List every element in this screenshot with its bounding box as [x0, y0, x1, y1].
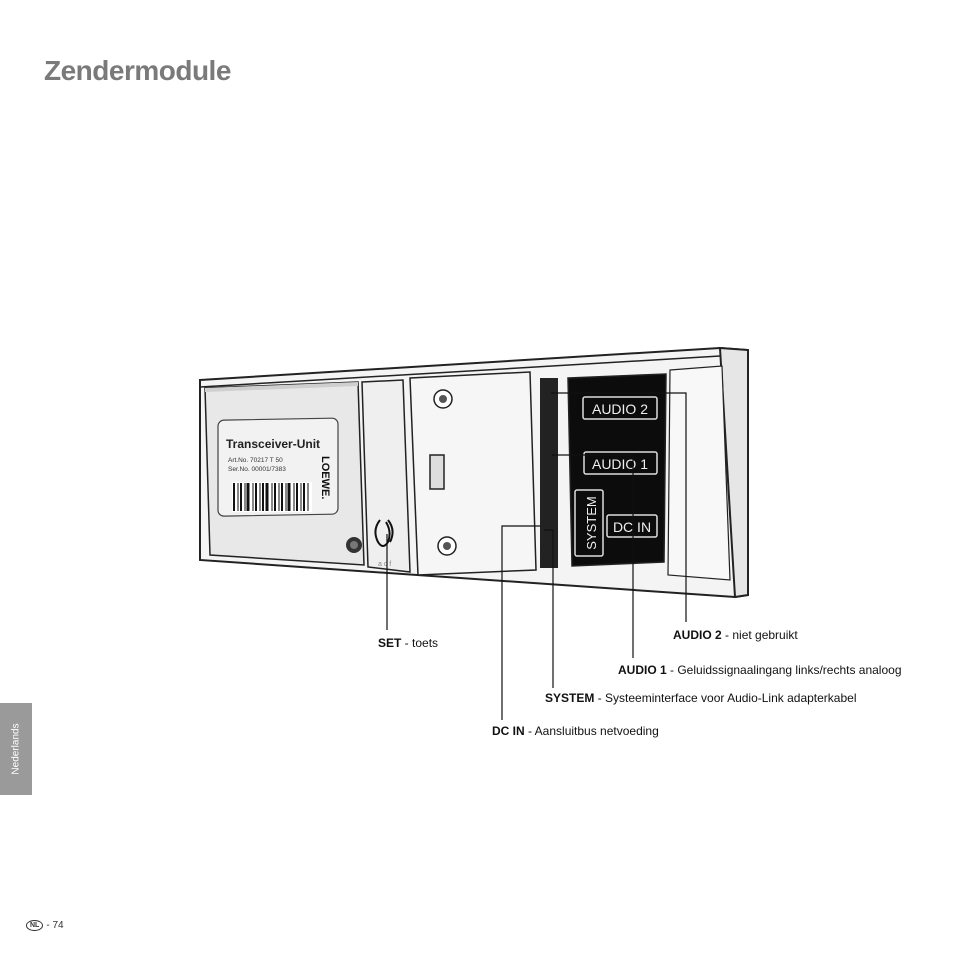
- callout-set: SET - toets: [378, 636, 439, 650]
- port-system-label: SYSTEM: [584, 496, 599, 549]
- language-side-tab: Nederlands: [0, 703, 32, 795]
- svg-text:a c f: a c f: [378, 561, 391, 568]
- callout-dcin: DC IN - Aansluitbus netvoeding: [492, 724, 659, 738]
- language-badge: NL: [26, 920, 44, 931]
- label-serno: Ser.No. 00001/7383: [228, 466, 286, 473]
- port-dcin[interactable]: DC IN: [606, 514, 658, 538]
- page-number: - 74: [46, 920, 64, 931]
- callout-system: SYSTEM - Systeeminterface voor Audio-Lin…: [545, 691, 857, 705]
- set-button-icon[interactable]: [374, 519, 394, 547]
- port-audio2-label: AUDIO 2: [592, 401, 648, 417]
- port-dcin-label: DC IN: [613, 519, 651, 535]
- callout-audio2: AUDIO 2 - niet gebruikt: [673, 628, 798, 642]
- port-audio1[interactable]: AUDIO 1: [583, 451, 658, 475]
- side-tab-label: Nederlands: [10, 723, 22, 775]
- callout-audio1: AUDIO 1 - Geluidssignaalingang links/rec…: [618, 663, 902, 677]
- barcode: [232, 482, 312, 512]
- port-audio2[interactable]: AUDIO 2: [582, 396, 658, 420]
- page-title: Zendermodule: [44, 54, 231, 86]
- callout-lines: [386, 392, 687, 720]
- label-artno: Art.No. 70217 T 50: [228, 457, 283, 464]
- label-title: Transceiver-Unit: [226, 437, 320, 451]
- page-footer: NL - 74: [26, 920, 64, 931]
- port-system[interactable]: SYSTEM: [574, 489, 604, 557]
- brand-logo: LOEWE.: [319, 456, 331, 499]
- port-audio1-label: AUDIO 1: [592, 456, 648, 472]
